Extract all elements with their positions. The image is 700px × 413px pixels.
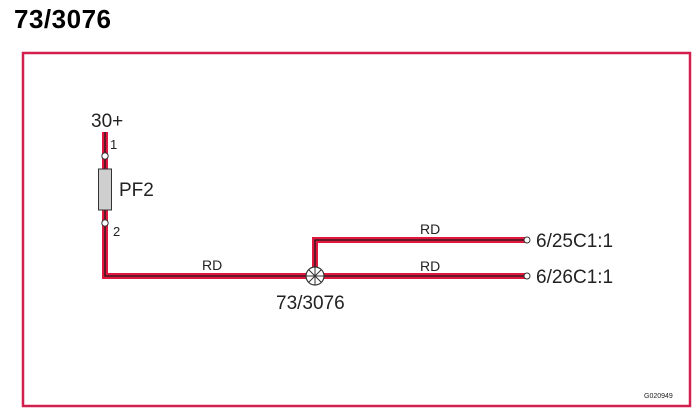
diagram-frame	[21, 51, 692, 408]
fuse-pin-1-terminal	[101, 152, 109, 160]
wire-upper-color-label: RD	[420, 221, 440, 237]
diagram-title: 73/3076	[14, 4, 112, 34]
fuse-pin-2-terminal	[101, 219, 109, 227]
connector-upper-terminal	[523, 236, 531, 244]
fuse-body	[98, 168, 112, 211]
connector-upper-label: 6/25C1:1	[536, 231, 613, 252]
fuse-pin-1-label: 1	[110, 137, 117, 152]
wire-to-splice	[102, 210, 315, 279]
wire-branch-upper	[312, 237, 527, 276]
connector-lower-label: 6/26C1:1	[536, 267, 613, 288]
fuse-label: PF2	[119, 180, 154, 201]
fuse-pin-2-label: 2	[113, 224, 120, 239]
wire-lower-color-label: RD	[420, 258, 440, 274]
wire-supply-color-label: RD	[202, 257, 222, 273]
figure-code: G020949	[644, 393, 673, 400]
supply-label: 30+	[91, 111, 123, 132]
splice-icon	[305, 266, 325, 286]
connector-lower-terminal	[523, 272, 531, 280]
splice-label: 73/3076	[276, 293, 345, 314]
